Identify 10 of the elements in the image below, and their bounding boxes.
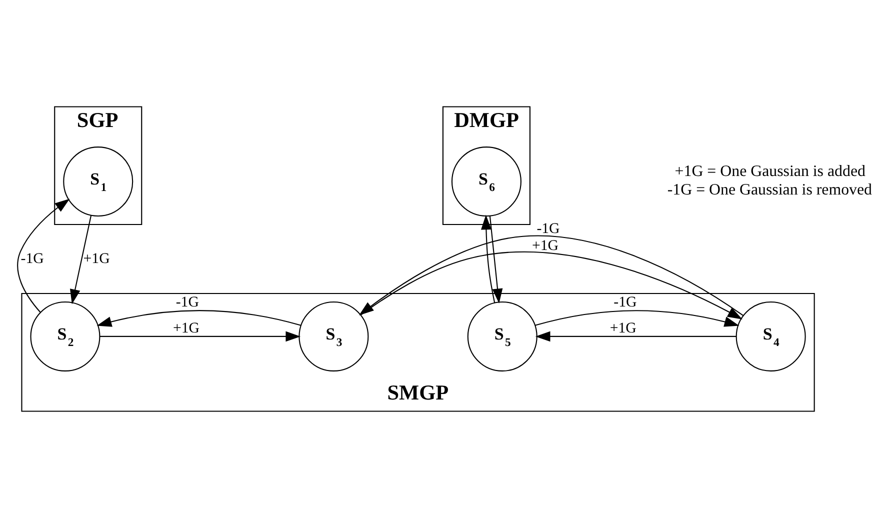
- edge-label: -1G: [175, 294, 198, 311]
- edge-label: +1G: [172, 320, 200, 336]
- edge-label: -1G: [20, 250, 44, 267]
- edge-label: +1G: [609, 320, 636, 336]
- label: -1G = One Gaussian is removed: [666, 181, 872, 198]
- edge-label: +1G: [531, 238, 558, 254]
- edge-label: -1G: [536, 220, 560, 237]
- label: +1G = One Gaussian is added: [674, 163, 865, 180]
- edge-label: +1G: [82, 250, 110, 267]
- edge-label: -1G: [613, 294, 636, 311]
